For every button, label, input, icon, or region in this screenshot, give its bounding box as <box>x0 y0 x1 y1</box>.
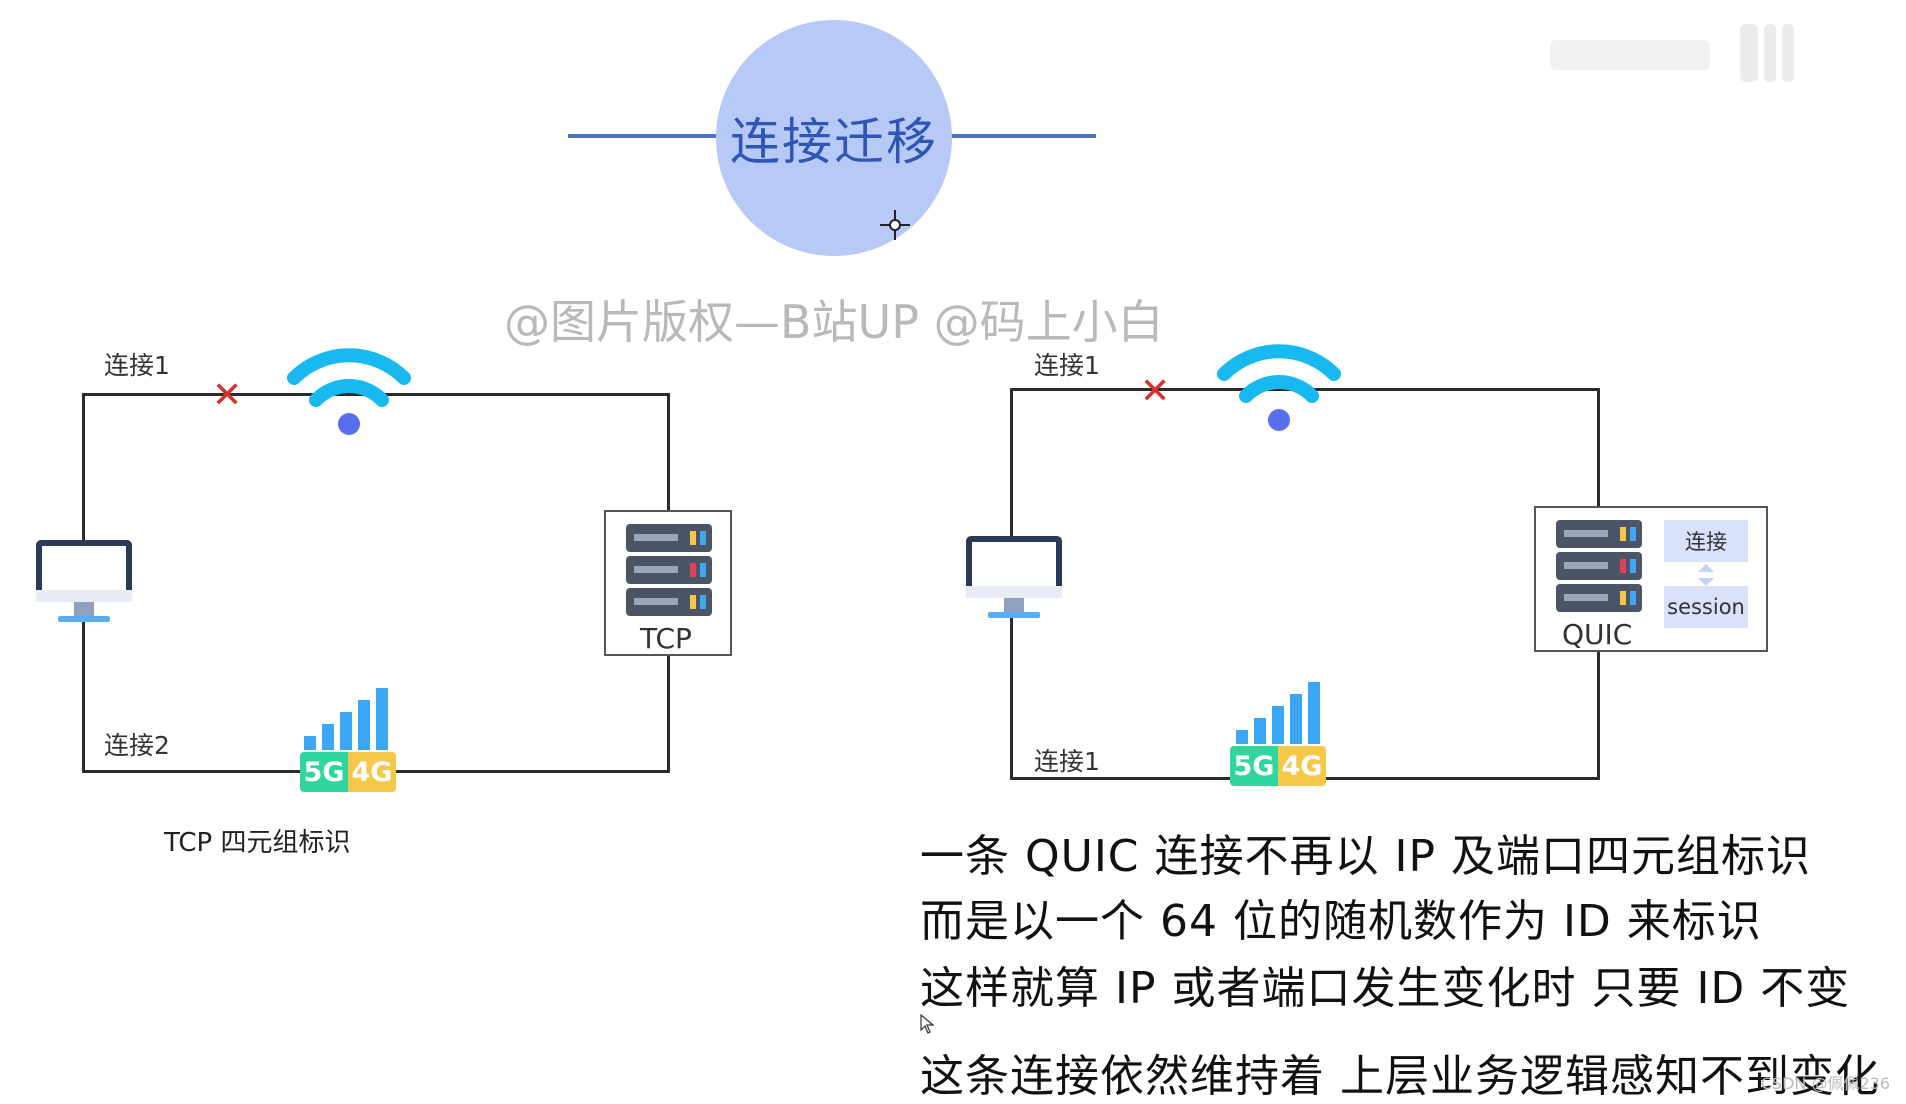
description-line-2: 而是以一个 64 位的随机数作为 ID 来标识 <box>920 896 1762 947</box>
left-caption: TCP 四元组标识 <box>164 828 351 858</box>
footer-credit: CSDN @佩佩236 <box>1760 1074 1890 1093</box>
signal-bars-icon <box>1236 682 1320 744</box>
session-pill: session <box>1664 586 1748 628</box>
description-line-1: 一条 QUIC 连接不再以 IP 及端口四元组标识 <box>920 831 1811 882</box>
server-label: TCP <box>640 622 692 655</box>
watermark: @图片版权—B站UP @码上小白 <box>504 295 1164 349</box>
broken-link-icon: ✕ <box>212 375 243 416</box>
badge-4g: 4G <box>1278 746 1326 786</box>
signal-bars-icon <box>304 688 388 750</box>
left-bottom-connection-label: 连接2 <box>104 731 170 760</box>
broken-link-icon: ✕ <box>1140 371 1171 412</box>
wifi-icon <box>1217 344 1341 431</box>
crosshair-cursor-icon <box>880 210 910 240</box>
double-arrow-icon <box>1698 564 1714 586</box>
description-line-4: 这条连接依然维持着 上层业务逻辑感知不到变化 <box>920 1051 1880 1102</box>
server-icon <box>1556 520 1642 612</box>
pointer-cursor-icon <box>920 1014 934 1034</box>
badge-5g: 5G <box>300 752 348 792</box>
monitor-icon <box>966 536 1062 618</box>
server-label: QUIC <box>1562 618 1633 651</box>
title-line-right <box>950 134 1096 138</box>
quic-server-box: QUIC 连接 session <box>1534 506 1768 652</box>
description-line-3: 这样就算 IP 或者端口发生变化时 只要 ID 不变 <box>920 963 1851 1014</box>
title-line-left <box>568 134 718 138</box>
monitor-icon <box>36 540 132 622</box>
badge-5g: 5G <box>1230 746 1278 786</box>
wifi-icon <box>287 348 411 435</box>
server-icon <box>626 524 712 616</box>
title-circle: 连接迁移 <box>716 20 952 256</box>
brand-logo-icon <box>1550 24 1794 82</box>
network-badge: 5G 4G <box>1230 746 1326 786</box>
page-title: 连接迁移 <box>730 113 938 171</box>
left-top-connection-label: 连接1 <box>104 351 170 380</box>
right-bottom-connection-label: 连接1 <box>1034 747 1100 776</box>
connection-id-pill: 连接 <box>1664 520 1748 562</box>
badge-4g: 4G <box>348 752 396 792</box>
right-top-connection-label: 连接1 <box>1034 351 1100 380</box>
network-badge: 5G 4G <box>300 752 396 792</box>
tcp-server-box: TCP <box>604 510 732 656</box>
